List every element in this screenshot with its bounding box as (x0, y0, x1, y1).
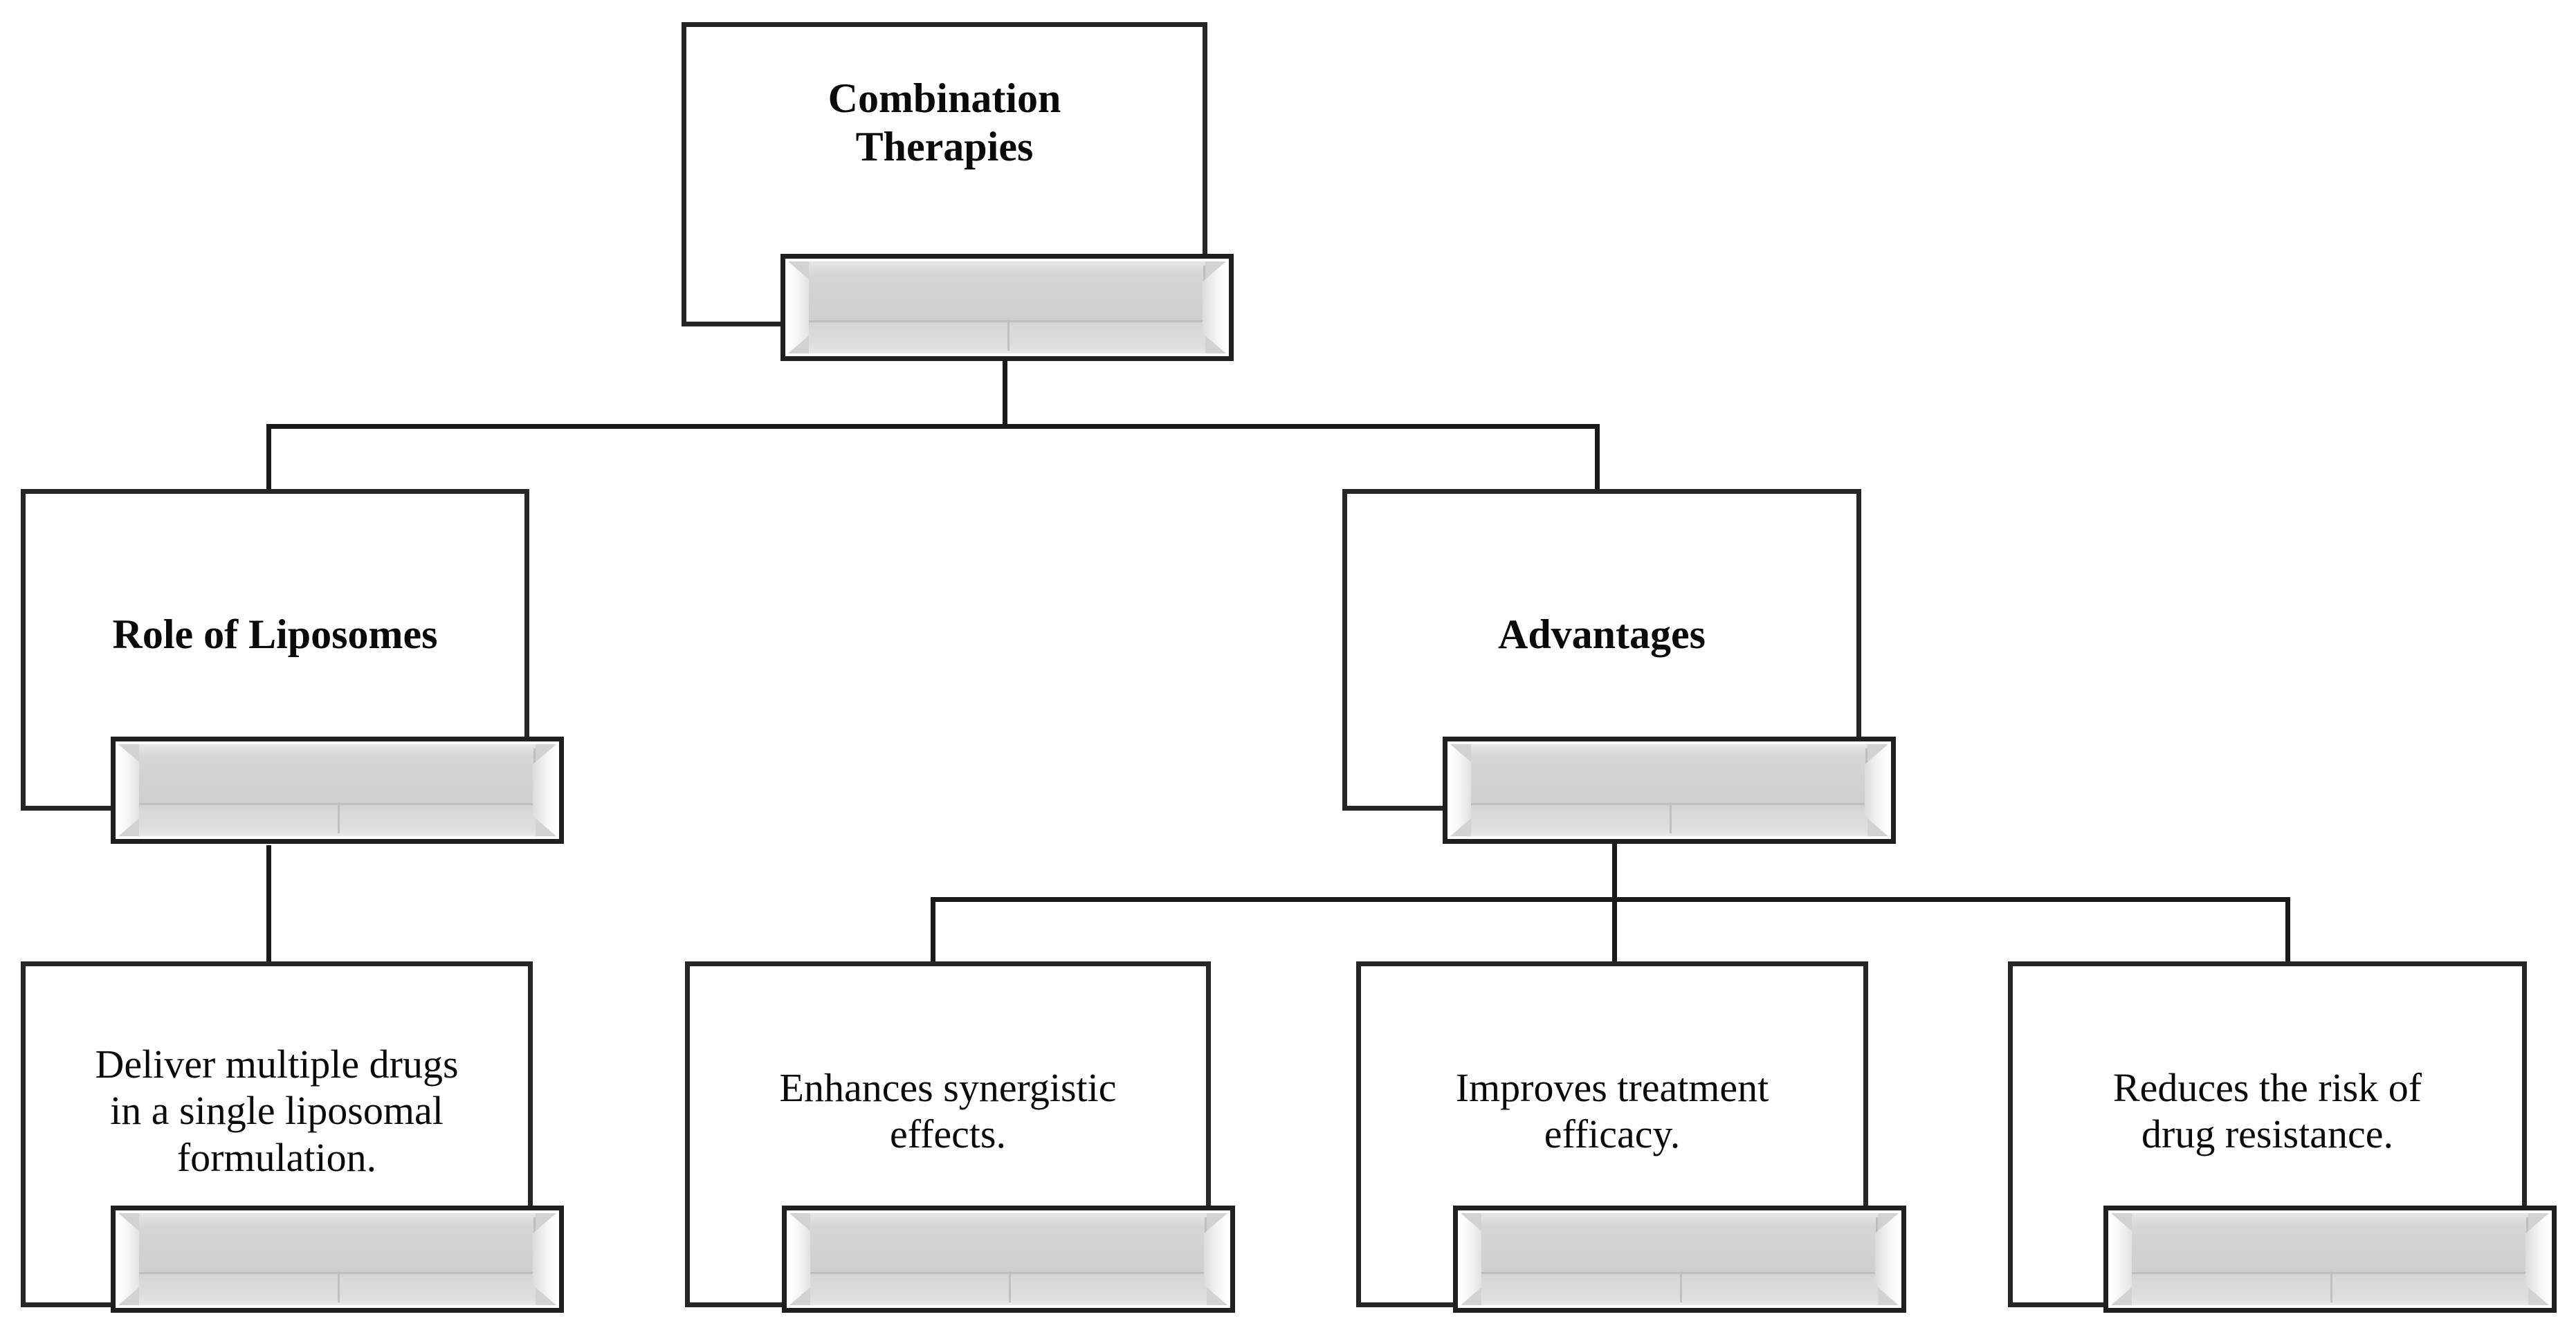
bevel-inner-deliver-multiple-drugs (118, 1213, 556, 1305)
bevel-inner-improves-treatment-efficacy (1461, 1213, 1899, 1305)
connector-advantages-stem (1612, 830, 1617, 899)
connector-to-improves-treatment-efficacy (1612, 897, 1617, 964)
connector-to-reduces-risk-drug-resistance (2285, 897, 2290, 964)
bevel-inner-enhances-synergistic-effects (789, 1213, 1227, 1305)
bevel-bar-combination-therapies[interactable] (780, 254, 1234, 361)
bevel-bar-role-of-liposomes[interactable] (111, 737, 564, 844)
bevel-inner-reduces-risk-drug-resistance (2111, 1213, 2549, 1305)
connector-root-stem (1003, 360, 1007, 429)
bevel-bar-improves-treatment-efficacy[interactable] (1453, 1206, 1906, 1313)
connector-advantages-bus (931, 897, 2290, 902)
node-label-deliver-multiple-drugs: Deliver multiple drugs in a single lipos… (95, 1042, 459, 1180)
node-label-enhances-synergistic-effects: Enhances synergistic effects. (779, 1064, 1117, 1156)
node-label-improves-treatment-efficacy: Improves treatment efficacy. (1455, 1064, 1769, 1156)
bevel-bar-advantages[interactable] (1443, 737, 1896, 844)
connector-role-to-child (266, 845, 271, 964)
bevel-bar-enhances-synergistic-effects[interactable] (782, 1206, 1235, 1313)
connector-to-enhances-synergistic-effects (931, 897, 935, 964)
bevel-seam-improves-treatment-efficacy (1679, 1271, 1682, 1302)
bevel-inner-role-of-liposomes (118, 744, 556, 836)
bevel-bar-reduces-risk-drug-resistance[interactable] (2103, 1206, 2557, 1313)
connector-level1-bus (266, 424, 1600, 429)
node-label-advantages: Advantages (1497, 611, 1706, 657)
bevel-seam-deliver-multiple-drugs (337, 1271, 340, 1302)
bevel-seam-reduces-risk-drug-resistance (2330, 1271, 2332, 1302)
bevel-seam-role-of-liposomes (337, 802, 340, 833)
node-label-combination-therapies: Combination Therapies (828, 75, 1061, 169)
bevel-inner-advantages (1450, 744, 1888, 836)
node-label-role-of-liposomes: Role of Liposomes (112, 611, 438, 657)
connector-to-advantages (1595, 424, 1600, 493)
bevel-seam-combination-therapies (1007, 319, 1010, 351)
node-label-reduces-risk-drug-resistance: Reduces the risk of drug resistance. (2112, 1064, 2422, 1156)
bevel-seam-enhances-synergistic-effects (1008, 1271, 1011, 1302)
bevel-bar-deliver-multiple-drugs[interactable] (111, 1206, 564, 1313)
bevel-seam-advantages (1669, 802, 1672, 833)
connector-to-role-of-liposomes (266, 424, 271, 493)
bevel-inner-combination-therapies (788, 261, 1226, 353)
